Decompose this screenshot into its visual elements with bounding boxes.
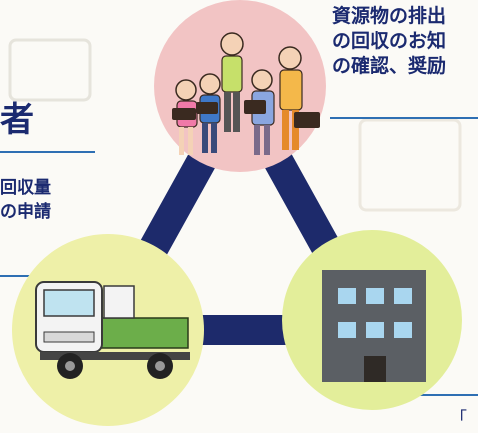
- residents-group-illustration: [172, 32, 320, 155]
- office-building-illustration: [322, 270, 426, 382]
- collector-node: [12, 234, 204, 426]
- triangle-outline: [93, 77, 387, 345]
- bottom-right-bracket: 「: [450, 409, 467, 429]
- residents-node: [154, 0, 326, 172]
- left-desc-line-2: の申請: [0, 202, 51, 222]
- city-hall-node: [282, 230, 462, 410]
- left-description: 回収量 の申請: [0, 176, 51, 224]
- top-right-line-2: の回収のお知: [332, 30, 447, 52]
- left-desc-line-1: 回収量: [0, 178, 51, 198]
- left-role-char: 者: [0, 100, 34, 140]
- garbage-truck-illustration: [35, 281, 190, 379]
- top-right-line-3: の確認、奨励: [332, 55, 447, 77]
- top-right-text: 資源物の排出 の回収のお知 の確認、奨励: [332, 4, 446, 79]
- top-right-line-1: 資源物の排出: [332, 5, 447, 27]
